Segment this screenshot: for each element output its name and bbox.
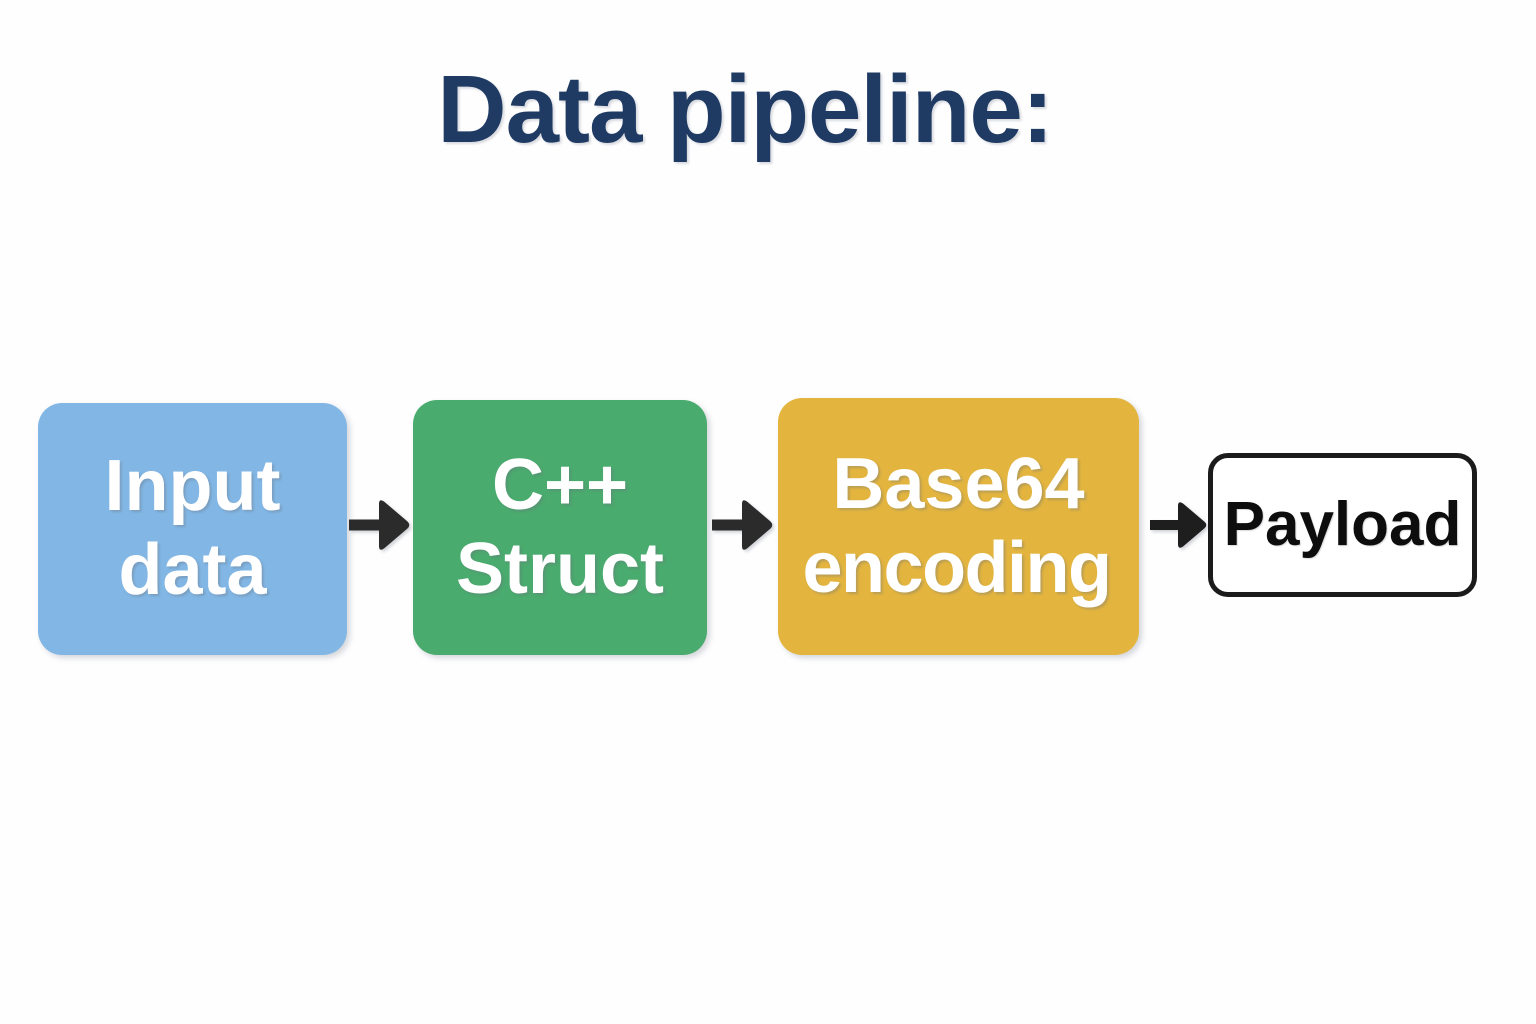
flow-node-base64-encoding[interactable]: Base64 encoding (778, 398, 1139, 655)
arrow-right-icon (712, 495, 774, 555)
arrow-right-icon (1150, 495, 1208, 555)
flow-node-label-line: Base64 (832, 443, 1085, 524)
flow-node-label-line: Input (104, 446, 281, 527)
flow-node-label-line: encoding (802, 527, 1113, 608)
flow-node-label-line: C++ (491, 444, 629, 525)
flow-node-input-data[interactable]: Input data (38, 403, 347, 655)
page-title: Data pipeline: (437, 56, 1053, 163)
flow-node-label-line: Struct (455, 528, 665, 609)
flow-node-label-line: data (118, 530, 267, 610)
flow-node-payload[interactable]: Payload (1208, 453, 1477, 597)
flow-node-label-line: Payload (1223, 489, 1462, 559)
flow-node-cpp-struct[interactable]: C++ Struct (413, 400, 707, 655)
arrow-right-icon (349, 495, 411, 555)
